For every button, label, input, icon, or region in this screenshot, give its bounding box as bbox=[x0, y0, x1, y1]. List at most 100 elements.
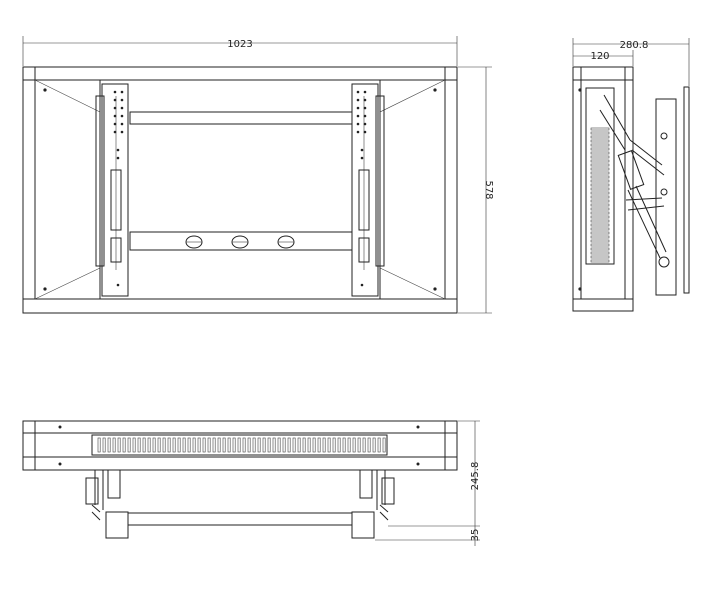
vent-slot bbox=[97, 437, 101, 453]
side-depth-dimension: 280.8 bbox=[572, 38, 690, 86]
vent-slot bbox=[590, 167, 610, 171]
front-mount-opening bbox=[99, 79, 381, 300]
vent-slot bbox=[282, 437, 286, 453]
bottom-base-dimension: 35 bbox=[375, 526, 481, 546]
front-view: 1023 578 bbox=[22, 36, 494, 314]
bottom-view: 245.8 35 bbox=[22, 420, 481, 546]
vent-slot bbox=[262, 437, 266, 453]
bottom-vent-slots bbox=[97, 437, 386, 453]
front-height-dimension: 578 bbox=[458, 66, 494, 314]
vent-slot bbox=[277, 437, 281, 453]
vent-slot bbox=[302, 437, 306, 453]
vent-slot bbox=[590, 243, 610, 247]
vent-slot bbox=[202, 437, 206, 453]
vent-slot bbox=[232, 437, 236, 453]
vent-slot bbox=[117, 437, 121, 453]
vent-slot bbox=[272, 437, 276, 453]
side-inner-dimension: 120 bbox=[573, 50, 634, 66]
vent-slot bbox=[172, 437, 176, 453]
vent-slot bbox=[590, 199, 610, 203]
right-wall-plate bbox=[351, 511, 375, 539]
vent-slot bbox=[132, 437, 136, 453]
vent-slot bbox=[377, 437, 381, 453]
vent-slot bbox=[590, 259, 610, 263]
vent-slot bbox=[332, 437, 336, 453]
vent-slot bbox=[590, 255, 610, 259]
vent-slot bbox=[287, 437, 291, 453]
bottom-outer-frame bbox=[22, 420, 458, 471]
vent-slot bbox=[590, 211, 610, 215]
vent-slot bbox=[312, 437, 316, 453]
vent-slot bbox=[177, 437, 181, 453]
vent-slot bbox=[212, 437, 216, 453]
right-bracket bbox=[351, 83, 385, 297]
vent-slot bbox=[322, 437, 326, 453]
vent-slot bbox=[127, 437, 131, 453]
side-wall-frame bbox=[572, 66, 634, 312]
left-bracket bbox=[95, 83, 129, 297]
vent-slot bbox=[590, 251, 610, 255]
vent-slot bbox=[107, 437, 111, 453]
vent-slot bbox=[152, 437, 156, 453]
vent-slot bbox=[307, 437, 311, 453]
front-outer-frame bbox=[22, 66, 458, 314]
side-vent-slots bbox=[590, 127, 610, 263]
vent-slot bbox=[357, 437, 361, 453]
vent-slot bbox=[297, 437, 301, 453]
vent-slot bbox=[590, 143, 610, 147]
vent-slot bbox=[590, 239, 610, 243]
vent-slot bbox=[590, 179, 610, 183]
side-wall-plate bbox=[655, 98, 677, 296]
vent-slot bbox=[590, 231, 610, 235]
bottom-left-linkage bbox=[85, 469, 129, 539]
vent-slot bbox=[590, 159, 610, 163]
vent-slot bbox=[590, 183, 610, 187]
vent-slot bbox=[182, 437, 186, 453]
side-arm-linkage bbox=[599, 94, 670, 268]
vent-slot bbox=[590, 203, 610, 207]
vent-slot bbox=[122, 437, 126, 453]
vent-slot bbox=[590, 195, 610, 199]
vent-slot bbox=[167, 437, 171, 453]
vent-slot bbox=[217, 437, 221, 453]
side-display-panel bbox=[683, 86, 690, 294]
vent-slot bbox=[352, 437, 356, 453]
bottom-vent-grille bbox=[91, 434, 388, 456]
vent-slot bbox=[342, 437, 346, 453]
vent-slot bbox=[590, 155, 610, 159]
vent-slot bbox=[590, 235, 610, 239]
rail-knobs bbox=[185, 235, 295, 249]
bottom-extension-label: 245.8 bbox=[470, 462, 481, 491]
vent-slot bbox=[317, 437, 321, 453]
vent-slot bbox=[590, 175, 610, 179]
vent-slot bbox=[157, 437, 161, 453]
vent-slot bbox=[112, 437, 116, 453]
vent-slot bbox=[187, 437, 191, 453]
vent-slot bbox=[267, 437, 271, 453]
vent-slot bbox=[227, 437, 231, 453]
vent-slot bbox=[590, 139, 610, 143]
vent-slot bbox=[142, 437, 146, 453]
vent-slot bbox=[590, 207, 610, 211]
vent-slot bbox=[590, 131, 610, 135]
vent-slot bbox=[590, 223, 610, 227]
vent-slot bbox=[590, 187, 610, 191]
top-rail bbox=[129, 111, 353, 125]
bottom-extension-dimension: 245.8 bbox=[388, 420, 481, 527]
bottom-rail bbox=[129, 231, 353, 251]
side-depth-label: 280.8 bbox=[620, 40, 649, 51]
vent-slot bbox=[137, 437, 141, 453]
vent-slot bbox=[590, 163, 610, 167]
vent-slot bbox=[162, 437, 166, 453]
vent-slot bbox=[102, 437, 106, 453]
vent-slot bbox=[197, 437, 201, 453]
front-height-label: 578 bbox=[483, 180, 494, 199]
vent-slot bbox=[590, 151, 610, 155]
bottom-base-label: 35 bbox=[470, 529, 481, 542]
vent-slot bbox=[147, 437, 151, 453]
vent-slot bbox=[382, 437, 386, 453]
vent-slot bbox=[590, 247, 610, 251]
vent-slot bbox=[372, 437, 376, 453]
vent-slot bbox=[337, 437, 341, 453]
